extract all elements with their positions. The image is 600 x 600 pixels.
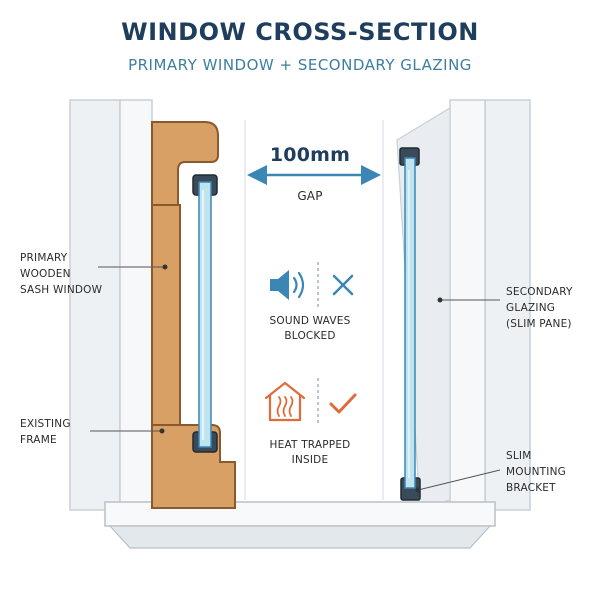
right-wall [396, 99, 531, 511]
primary-sash-window [151, 121, 236, 509]
cross-icon [332, 274, 354, 296]
left-wall [69, 99, 153, 511]
mounting-bracket-label: SLIM MOUNTING BRACKET [506, 450, 566, 494]
sound-blocked-caption: SOUND WAVES BLOCKED [269, 315, 351, 342]
primary-window-label: PRIMARY WOODEN SASH WINDOW [20, 252, 103, 296]
house-heat-icon [264, 381, 306, 422]
existing-frame-label: EXISTING FRAME [20, 418, 71, 446]
secondary-glazing-label: SECONDARY GLAZING (SLIM PANE) [506, 286, 573, 330]
gap-guides [244, 120, 384, 500]
gap-measurement: 100mm [269, 144, 351, 166]
gap-label: GAP [297, 189, 323, 203]
secondary-glazing-pane [399, 147, 421, 501]
heat-trapped-caption: HEAT TRAPPED INSIDE [269, 439, 351, 466]
speaker-icon [270, 270, 305, 300]
page-title: WINDOW CROSS-SECTION [121, 18, 479, 46]
page-subtitle: PRIMARY WINDOW + SECONDARY GLAZING [128, 56, 472, 74]
checkmark-icon [329, 393, 357, 414]
leader-lines [90, 264, 501, 493]
